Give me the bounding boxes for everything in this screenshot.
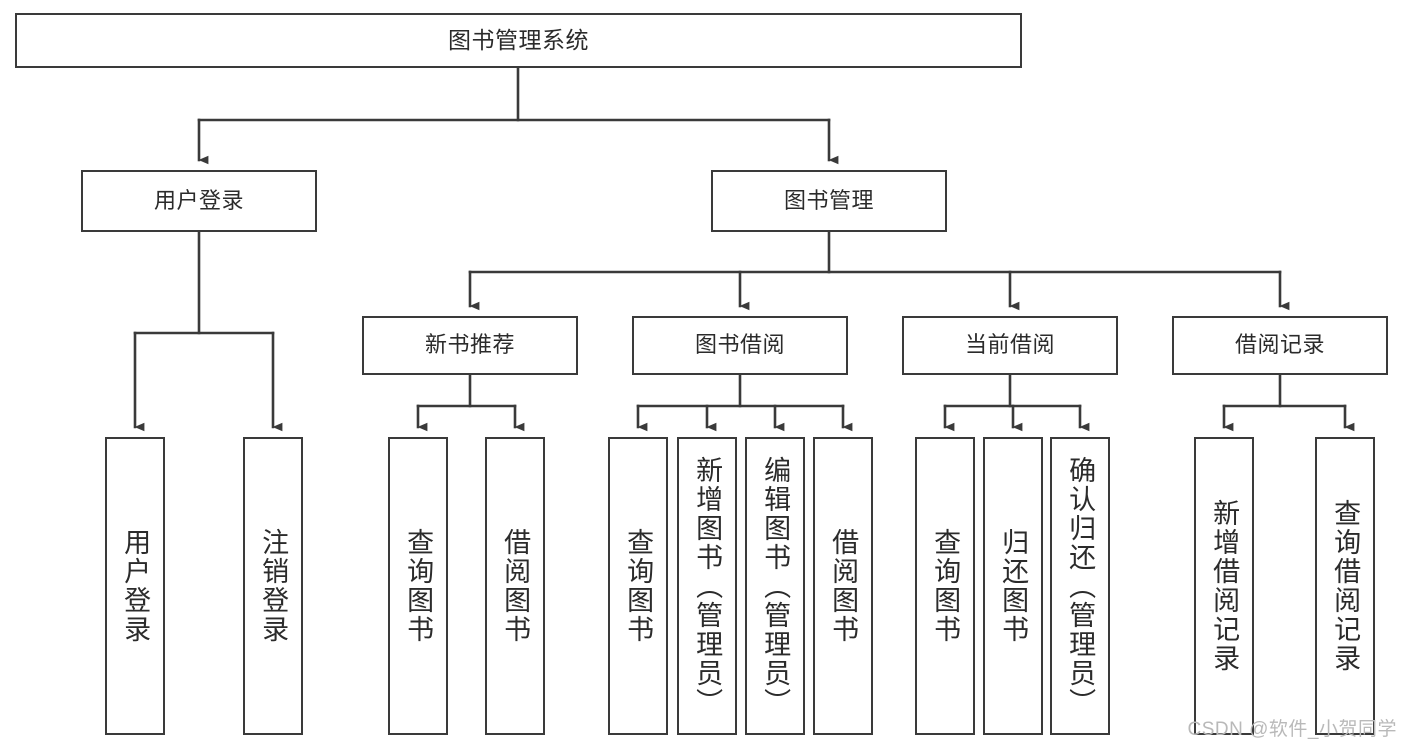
node-book-manage[interactable]: 图书管理 [711,170,947,232]
node-leaf-add-record-label: 新增借阅记录 [1209,499,1240,673]
node-leaf-user-login-label: 用户登录 [120,528,151,644]
node-leaf-query-book-a[interactable]: 查询图书 [388,437,448,735]
node-leaf-logout-label: 注销登录 [258,528,289,644]
node-leaf-return-book[interactable]: 归还图书 [983,437,1043,735]
node-book-borrow-label: 图书借阅 [694,332,785,358]
node-user-login[interactable]: 用户登录 [81,170,317,232]
node-book-manage-label: 图书管理 [783,187,874,213]
node-leaf-query-book-b[interactable]: 查询图书 [608,437,668,735]
node-leaf-confirm-return-label: 确认归还（管理员） [1065,455,1096,717]
node-leaf-borrow-book-b-label: 借阅图书 [828,528,859,644]
node-leaf-borrow-book-b[interactable]: 借阅图书 [813,437,873,735]
node-new-book-rec[interactable]: 新书推荐 [362,316,578,375]
node-borrow-record[interactable]: 借阅记录 [1172,316,1388,375]
node-root[interactable]: 图书管理系统 [15,13,1022,68]
node-leaf-edit-book-label: 编辑图书（管理员） [760,455,791,717]
node-book-borrow[interactable]: 图书借阅 [632,316,848,375]
node-leaf-query-record-label: 查询借阅记录 [1330,499,1361,673]
node-leaf-user-login[interactable]: 用户登录 [105,437,165,735]
node-leaf-borrow-book-a[interactable]: 借阅图书 [485,437,545,735]
node-leaf-edit-book[interactable]: 编辑图书（管理员） [745,437,805,735]
watermark-text: CSDN @软件_小贺同学 [1187,719,1397,740]
node-leaf-add-book-label: 新增图书（管理员） [692,455,723,717]
node-current-borrow-label: 当前借阅 [964,332,1055,358]
node-leaf-query-book-b-label: 查询图书 [623,528,654,644]
node-root-label: 图书管理系统 [448,27,589,54]
node-leaf-borrow-book-a-label: 借阅图书 [500,528,531,644]
node-leaf-add-book[interactable]: 新增图书（管理员） [677,437,737,735]
node-leaf-add-record[interactable]: 新增借阅记录 [1194,437,1254,735]
node-leaf-query-record[interactable]: 查询借阅记录 [1315,437,1375,735]
node-leaf-query-book-c-label: 查询图书 [930,528,961,644]
node-leaf-query-book-c[interactable]: 查询图书 [915,437,975,735]
node-borrow-record-label: 借阅记录 [1234,332,1325,358]
node-leaf-return-book-label: 归还图书 [998,528,1029,644]
node-user-login-label: 用户登录 [153,187,244,213]
node-leaf-query-book-a-label: 查询图书 [403,528,434,644]
node-new-book-rec-label: 新书推荐 [424,332,515,358]
node-leaf-logout[interactable]: 注销登录 [243,437,303,735]
node-current-borrow[interactable]: 当前借阅 [902,316,1118,375]
node-leaf-confirm-return[interactable]: 确认归还（管理员） [1050,437,1110,735]
